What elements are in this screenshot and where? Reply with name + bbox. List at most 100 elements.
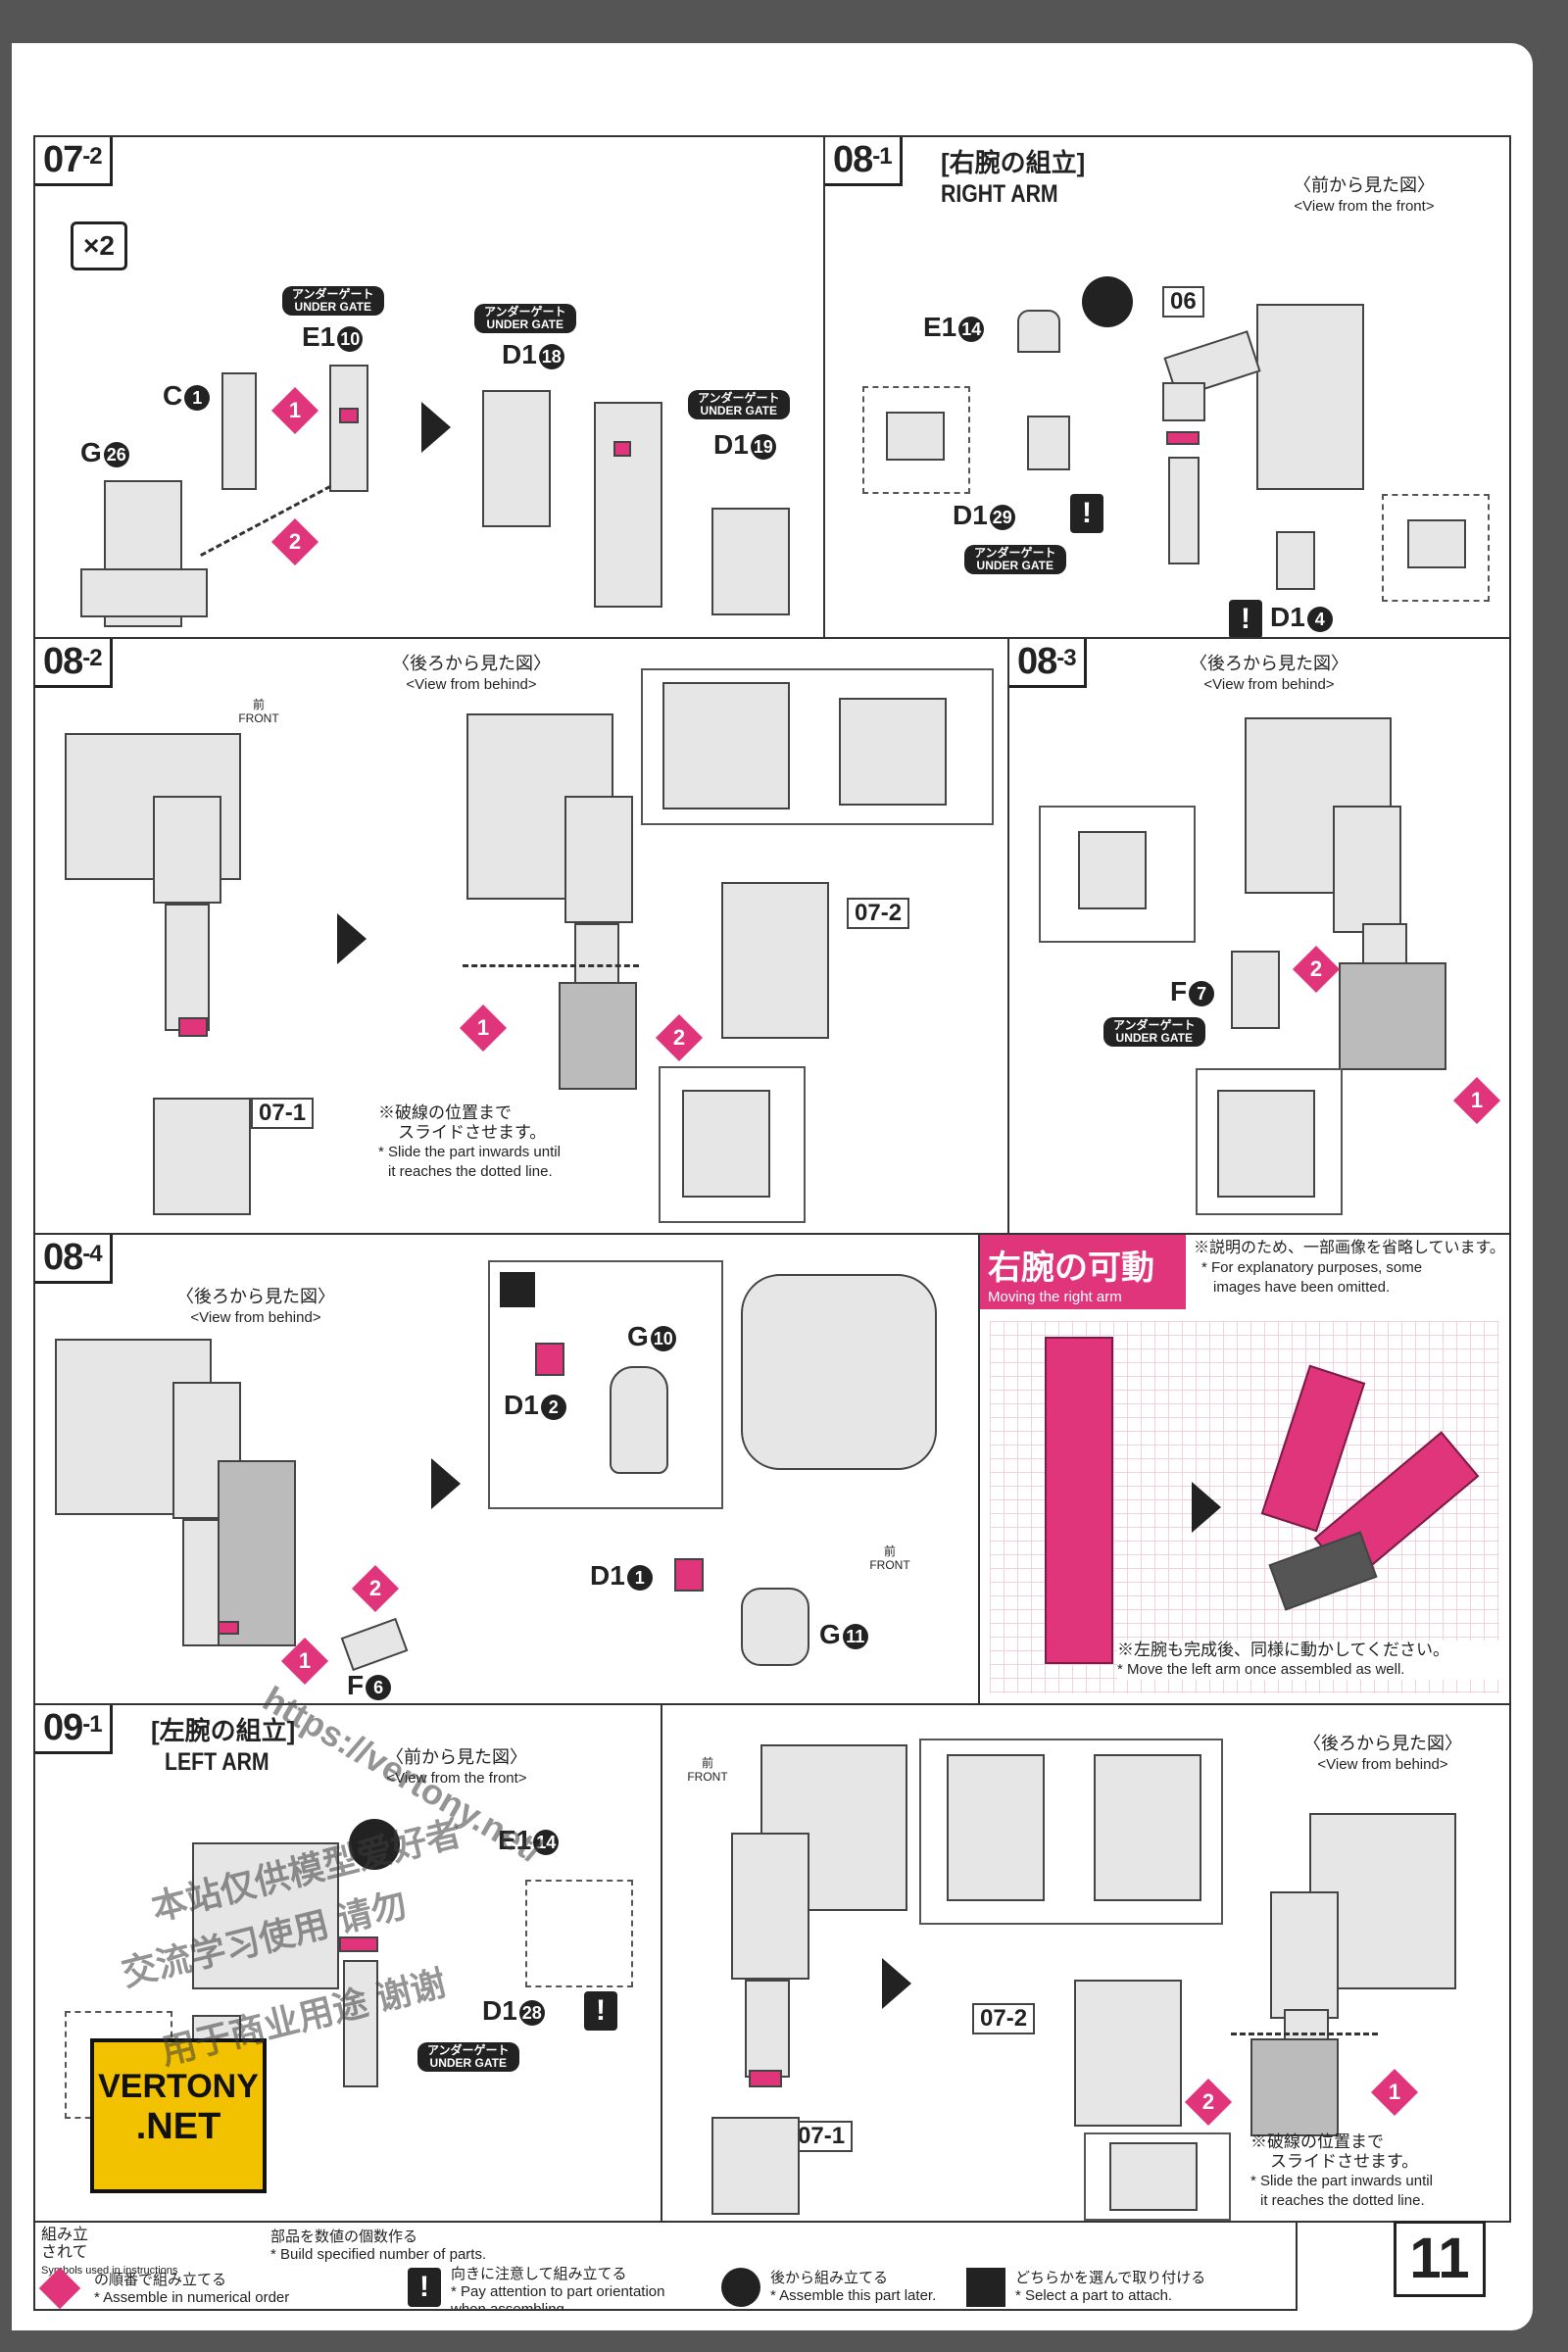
attention-icon: ! <box>1070 494 1103 533</box>
hand-block <box>218 1460 296 1646</box>
connection-marker <box>749 2070 782 2087</box>
ref-step-07-1: 07-1 <box>790 2121 854 2152</box>
hand-block <box>559 982 637 1090</box>
part-07-1-shape <box>153 1098 251 1215</box>
legend-bar: 組み立 されて Symbols used in instructions 部品を… <box>33 2221 1298 2311</box>
connection-marker <box>218 1621 239 1635</box>
upper-arm <box>153 796 221 904</box>
part-f6-shape <box>340 1617 409 1672</box>
multiplier-badge: ×2 <box>71 221 127 270</box>
legend-build: 部品を数値の個数作る* Build specified number of pa… <box>270 2229 487 2263</box>
dotted-line-guide <box>463 964 639 967</box>
shoulder-block <box>1256 304 1364 490</box>
connection-marker <box>339 408 359 423</box>
part-d1-1-shape <box>674 1558 704 1592</box>
open-hand-shape <box>610 1366 668 1474</box>
explanatory-note: ※説明のため、一部画像を省略しています。 * For explanatory p… <box>1194 1240 1505 1296</box>
assembled-shape <box>594 402 662 608</box>
select-part-icon <box>966 2268 1005 2307</box>
dotted-line-guide <box>1231 2033 1378 2035</box>
slide-note: ※破線の位置までスライドさせます。 * Slide the part inwar… <box>378 1103 561 1180</box>
order-1-marker: 1 <box>280 1637 329 1686</box>
legend-title: 組み立 されて Symbols used in instructions <box>41 2227 178 2277</box>
part-d1-2-shape <box>535 1343 564 1376</box>
legend-select: どちらかを選んで取り付ける* Select a part to attach. <box>1015 2270 1206 2304</box>
ref-step-07-2: 07-2 <box>972 2003 1036 2034</box>
slide-note: ※破線の位置までスライドさせます。 * Slide the part inwar… <box>1250 2132 1433 2209</box>
view-caption: 〈後ろから見た図〉<View from behind> <box>176 1287 335 1326</box>
order-2-marker: 2 <box>1184 2078 1233 2127</box>
step-title: [右腕の組立] <box>941 148 1086 177</box>
hand-block <box>1250 2038 1339 2136</box>
assemble-later-icon <box>349 1819 400 1870</box>
connection-marker <box>339 1936 378 1952</box>
connection-marker <box>613 441 631 457</box>
hand-block <box>1339 962 1446 1070</box>
vertony-logo: VERTONY .NET <box>90 2038 267 2193</box>
legend-later: 後から組み立てる* Assemble this part later. <box>770 2270 937 2304</box>
attention-icon: ! <box>584 1991 617 2031</box>
ref-step-06: 06 <box>1162 286 1204 318</box>
upper-arm <box>1270 1891 1339 2019</box>
left-arm-note: ※左腕も完成後、同様に動かしてください。 * Move the left arm… <box>1117 1641 1509 1680</box>
step-title: [左腕の組立] <box>151 1716 296 1745</box>
step-number: 08-2 <box>35 639 113 688</box>
moving-right-arm-panel: 右腕の可動 Moving the right arm ※説明のため、一部画像を省… <box>978 1233 1511 1705</box>
step-number: 08-1 <box>825 137 903 186</box>
attention-icon: ! <box>408 2268 441 2307</box>
ref-step-07-2: 07-2 <box>847 898 910 929</box>
step-08-1-panel: 08-1 [右腕の組立] RIGHT ARM 〈前から見た図〉<View fro… <box>823 135 1511 639</box>
detail-peg <box>947 1754 1045 1901</box>
left-arm-upper <box>192 1842 339 1989</box>
select-part-icon <box>500 1272 535 1307</box>
view-caption: 〈後ろから見た図〉<View from behind> <box>392 654 551 693</box>
arm-straight <box>1045 1337 1113 1664</box>
detail-box-right <box>525 1880 633 1987</box>
detail-peg <box>839 698 947 806</box>
next-step-arrow <box>337 913 367 964</box>
moving-title: 右腕の可動 Moving the right arm <box>980 1235 1186 1309</box>
attention-icon: ! <box>1229 600 1262 637</box>
ref-step-07-1: 07-1 <box>251 1098 315 1129</box>
assemble-later-icon <box>721 2268 760 2307</box>
view-caption: 〈後ろから見た図〉<View from behind> <box>1303 1734 1462 1773</box>
left-arm-forearm <box>343 1960 378 2087</box>
step-number: 07-2 <box>35 137 113 186</box>
part-c-shape <box>221 372 257 490</box>
view-caption: 〈前から見た図〉<View from the front> <box>1294 175 1435 215</box>
detail-socket <box>1094 1754 1201 1901</box>
order-1-marker: 1 <box>1452 1076 1501 1125</box>
connection-marker <box>1166 431 1200 445</box>
right-arm-assembly <box>1129 284 1364 637</box>
upper-arm <box>564 796 633 923</box>
upper-arm <box>731 1833 809 1980</box>
next-step-arrow <box>431 1458 461 1509</box>
elbow <box>1162 382 1205 421</box>
order-2-marker: 2 <box>1292 945 1341 994</box>
shoulder-assembly <box>741 1274 937 1470</box>
part-d1-19-shape <box>711 508 790 615</box>
